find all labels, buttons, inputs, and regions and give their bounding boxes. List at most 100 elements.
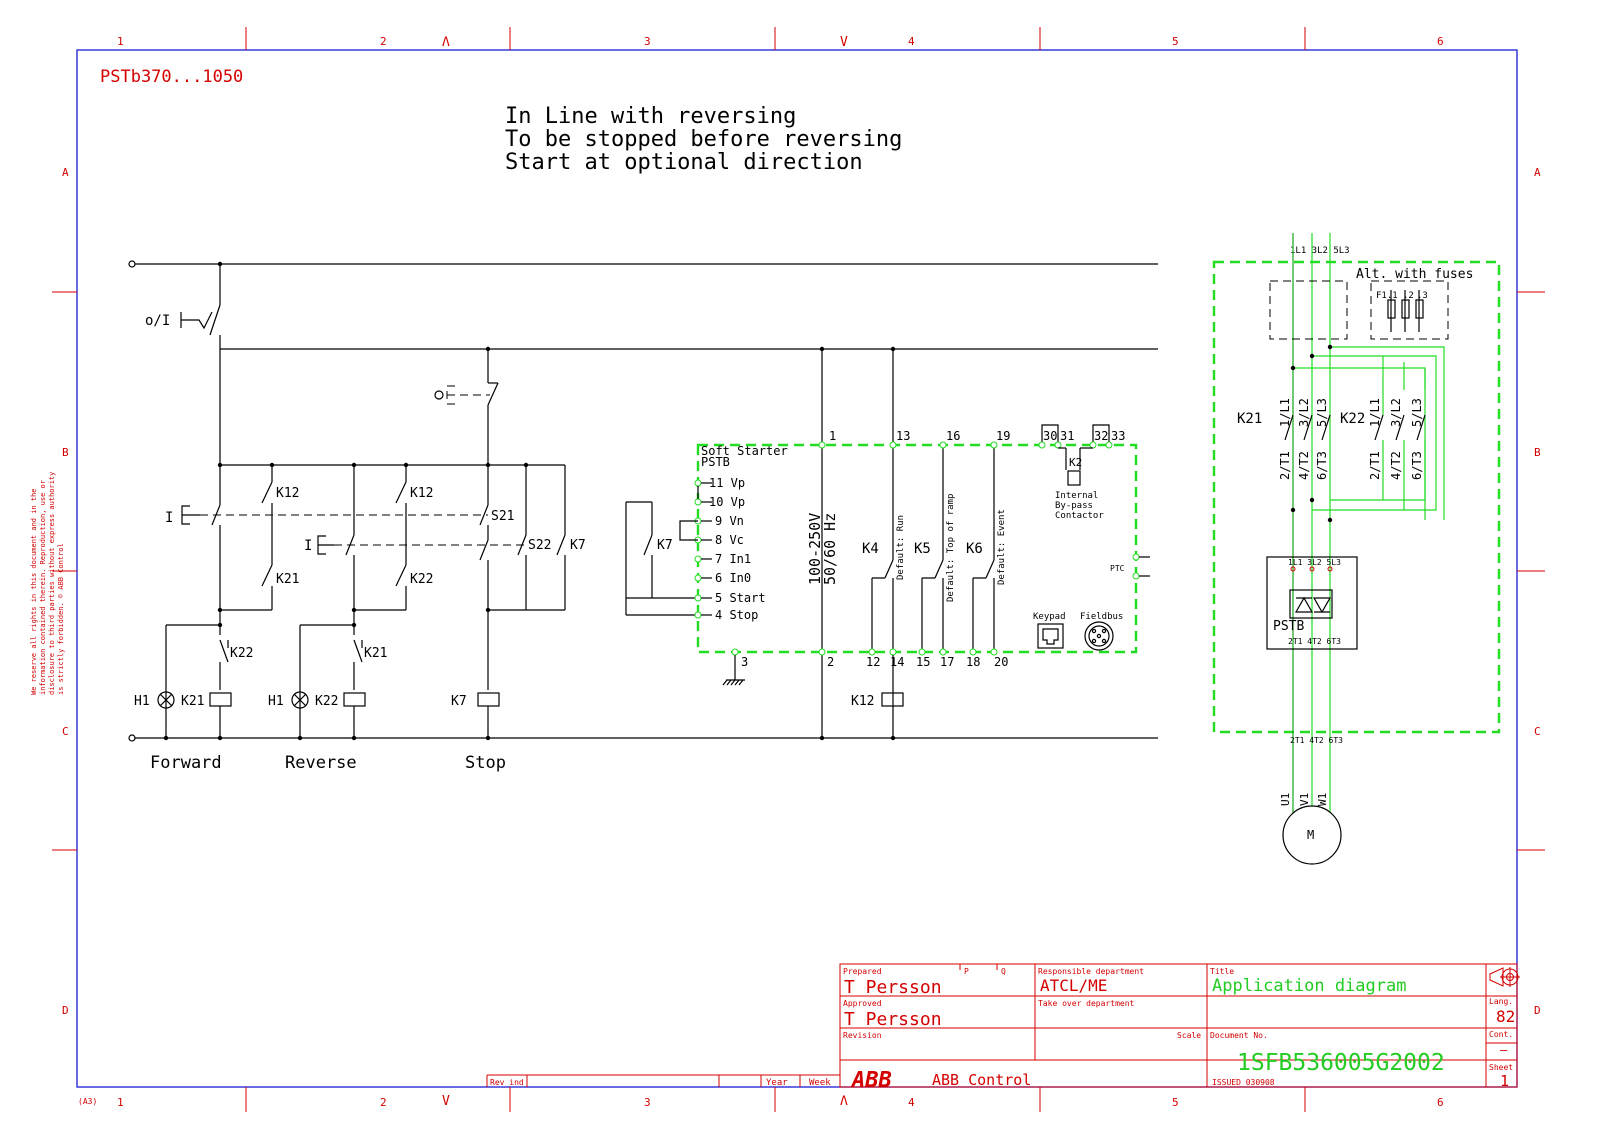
column-ticks-top xyxy=(52,27,1545,1112)
motor-phase-v1: V1 xyxy=(1298,793,1311,806)
supply-voltage: 100-250V xyxy=(806,513,824,585)
fold-mark-top-right: V xyxy=(840,35,848,50)
ground-terminal: 3 xyxy=(722,648,748,686)
thyristor-symbol xyxy=(1289,589,1333,619)
row-label-left-c: C xyxy=(62,725,69,738)
lamp-forward-label: H1 xyxy=(134,694,150,709)
forward-switch-label: I xyxy=(165,510,173,526)
pstb-label: PSTB xyxy=(1273,619,1304,634)
keypad-icon xyxy=(1037,623,1064,649)
k2-desc-2: By-pass xyxy=(1055,501,1093,511)
main-switch-label: o/I xyxy=(145,313,170,329)
contact-k22-interlock: K22 xyxy=(230,646,253,661)
terminal-30-label: 30 xyxy=(1043,429,1057,443)
prepared-label: Prepared xyxy=(843,967,882,976)
contact-k7-self: K7 xyxy=(570,538,586,553)
motor-label: M xyxy=(1307,828,1314,842)
k22-top-3: 5/L3 xyxy=(1410,398,1424,427)
row-label-right-b: B xyxy=(1534,446,1541,459)
contact-k12-fwd: K12 xyxy=(276,486,299,501)
fieldbus-label: Fieldbus xyxy=(1080,612,1123,622)
lang-value: 82 xyxy=(1496,1007,1515,1026)
issued: ISSUED 030908 xyxy=(1212,1078,1275,1087)
k22-bottom-3: 6/T3 xyxy=(1410,451,1424,480)
rights-line-3: disclosure to third parties without expr… xyxy=(48,472,56,695)
group-label-stop: Stop xyxy=(465,753,506,773)
stop-button-link xyxy=(446,385,490,405)
fuses: F1.1 .2 .3 xyxy=(1376,290,1428,332)
terminal-19-label: 19 xyxy=(996,429,1010,443)
contactor-k22: K22 1/L1 3/L2 5/L3 2/T1 4/T2 6/T3 xyxy=(1340,390,1426,480)
terminal-3-label: 3 xyxy=(741,655,748,669)
fold-mark-top-left: Λ xyxy=(442,35,450,50)
week-label: Week xyxy=(809,1078,831,1088)
column-label-top-1: 1 xyxy=(117,35,124,48)
column-label-bottom-2: 2 xyxy=(380,1096,387,1109)
row-label-right-a: A xyxy=(1534,166,1541,179)
coil-k21-label: K21 xyxy=(181,694,204,709)
ptc-input: PTC xyxy=(1110,553,1150,580)
keypad-label: Keypad xyxy=(1033,612,1066,622)
input-10-vp: 10 Vp xyxy=(709,495,745,509)
description-line-3: Start at optional direction xyxy=(505,150,863,175)
forward-branch: I K12 K21 K22 H1 xyxy=(134,465,299,773)
k22-label: K22 xyxy=(1340,411,1365,427)
terminal-17-label: 17 xyxy=(940,655,954,669)
terminal-18-label: 18 xyxy=(966,655,980,669)
year-label: Year xyxy=(766,1078,788,1088)
k21-top-1: 1/L1 xyxy=(1278,398,1292,427)
title-block: Prepared T Persson P Q Approved T Persso… xyxy=(486,963,1520,1093)
lamp-forward xyxy=(157,691,175,709)
relay-k5: K5 Default: Top of ramp 16 15 17 xyxy=(914,429,960,669)
pstb-in-label: 1L1 3L2 5L3 xyxy=(1288,558,1341,567)
pstb-unit: 1L1 3L2 5L3 2T1 4T2 6T3 PSTB xyxy=(1266,556,1358,650)
relay-k5-label: K5 xyxy=(914,541,931,557)
drawing-frame xyxy=(76,49,1518,1088)
resp-dept-label: Responsible department xyxy=(1038,967,1144,976)
soft-starter-title-1: Soft Starter xyxy=(701,444,788,458)
pstb-box xyxy=(1266,556,1358,650)
input-6-in0: 6 In0 xyxy=(715,571,751,585)
terminal-20-label: 20 xyxy=(994,655,1008,669)
relay-k5-function: Default: Top of ramp xyxy=(946,494,956,602)
k21-top-2: 3/L2 xyxy=(1297,398,1311,427)
fuse-label-2: .2 xyxy=(1403,291,1414,301)
k21-bottom-2: 4/T2 xyxy=(1297,451,1311,480)
terminal-12-label: 12 xyxy=(866,655,880,669)
prepared-by: T Persson xyxy=(844,977,942,998)
document-number: 1SFB536005G2002 xyxy=(1237,1050,1445,1076)
relay-k6-label: K6 xyxy=(966,541,983,557)
power-circuit: 1L1 3L2 5L3 Alt. with fuses F1.1 .2 .3 xyxy=(1212,233,1501,865)
column-label-top-6: 6 xyxy=(1437,35,1444,48)
rights-line-2: information contained therein. Reproduct… xyxy=(39,480,47,695)
contactor-k21: K21 1/L1 3/L2 5/L3 2/T1 4/T2 6/T3 xyxy=(1237,398,1331,480)
resp-dept: ATCL/ME xyxy=(1040,976,1107,995)
k21-bottom-3: 6/T3 xyxy=(1315,451,1329,480)
relay-k6: K6 Default: Event 19 18 20 xyxy=(966,429,1010,669)
input-terminals: 11 Vp 10 Vp 9 Vn 8 Vc 7 In1 6 In0 5 Star… xyxy=(679,476,766,622)
motor-icon xyxy=(1282,805,1342,865)
supply-terminals-label: 1L1 3L2 5L3 xyxy=(1290,246,1350,256)
k22-bottom-2: 4/T2 xyxy=(1389,451,1403,480)
lang-label: Lang. xyxy=(1489,997,1513,1006)
k2-coil xyxy=(1067,470,1081,486)
lamp-reverse xyxy=(291,691,309,709)
contact-k12-rev: K12 xyxy=(410,486,433,501)
docno-label: Document No. xyxy=(1210,1031,1268,1040)
coil-k7-label: K7 xyxy=(451,694,467,709)
model-label: PSTb370...1050 xyxy=(100,67,243,87)
soft-starter-title-2: PSTB xyxy=(701,455,730,469)
column-label-bottom-4: 4 xyxy=(908,1096,915,1109)
fuse-label-1: F1.1 xyxy=(1376,291,1398,301)
reverse-branch: I K12 K22 K21 H1 K22 Reverse xyxy=(268,465,433,773)
terminal-31-label: 31 xyxy=(1060,429,1074,443)
column-label-top-5: 5 xyxy=(1172,35,1179,48)
rights-line-1: We reserve all rights in this document a… xyxy=(30,488,38,695)
drawing-title: Application diagram xyxy=(1212,976,1406,996)
contact-k7-input: K7 xyxy=(657,538,673,553)
fuse-placeholder xyxy=(1269,280,1348,340)
output-terminals-label: 2T1 4T2 6T3 xyxy=(1290,736,1343,745)
column-label-top-4: 4 xyxy=(908,35,915,48)
stop-branch: oE S21 S22 K7 K7 Stop xyxy=(434,346,586,773)
abb-logo: ABB xyxy=(850,1068,892,1093)
